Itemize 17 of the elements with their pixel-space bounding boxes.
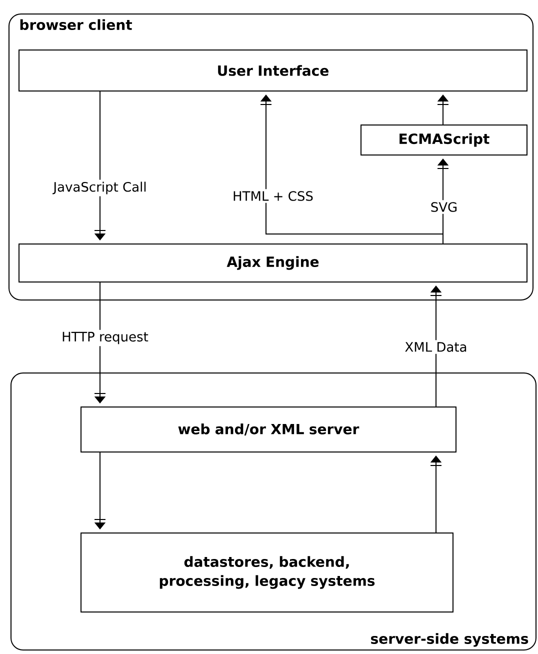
process-box: User Interface — [18, 50, 528, 92]
arrow — [94, 282, 106, 404]
arrow — [430, 456, 442, 533]
arrow — [437, 94, 449, 125]
arrow — [430, 286, 442, 407]
process-box: Ajax Engine — [18, 244, 528, 282]
process-box: datastores, backend, processing, legacy systems — [80, 532, 454, 612]
edge-label: JavaScript Call — [51, 180, 149, 196]
edge-label: HTML + CSS — [230, 189, 316, 203]
arrow — [94, 452, 106, 530]
arrow — [437, 158, 449, 244]
process-box: ECMAScript — [360, 124, 528, 156]
edge-label: HTTP request — [60, 330, 150, 346]
edge-label: SVG — [428, 200, 460, 214]
edge-label: XML Data — [402, 340, 470, 354]
arrow — [94, 91, 106, 240]
process-box: web and/or XML server — [80, 406, 456, 452]
